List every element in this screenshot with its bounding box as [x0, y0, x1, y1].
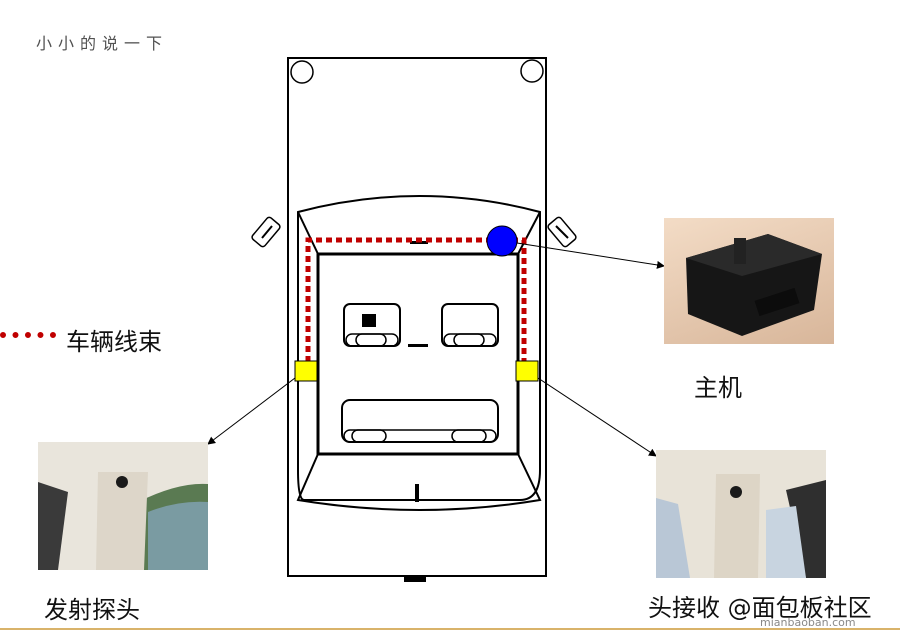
mirror-left-icon	[251, 216, 281, 248]
rear-bench	[341, 399, 499, 443]
probe-right	[515, 360, 539, 382]
car-interior	[316, 252, 520, 456]
host-dot	[486, 225, 518, 257]
host-photo	[664, 218, 834, 344]
windshield-right	[517, 211, 541, 255]
wheel-marker-right	[520, 59, 544, 83]
page-title: 小小的说一下	[36, 34, 169, 53]
probe-left	[294, 360, 318, 382]
trunk	[296, 453, 542, 511]
host-label: 主机	[694, 374, 742, 402]
harness-route	[305, 237, 527, 362]
mirror-right-icon	[547, 216, 577, 248]
watermark-text: @面包板社区	[727, 594, 872, 622]
rear-mark	[415, 484, 419, 502]
watermark-sub: mianbaoban.com	[760, 616, 856, 629]
receive-probe-label: 头接收 @面包板社区	[648, 594, 872, 622]
host-leader	[516, 242, 665, 269]
bottom-rule	[0, 628, 900, 630]
windshield-left	[297, 211, 319, 255]
receive-leader	[537, 377, 657, 457]
transmit-probe-label: 发射探头	[44, 596, 140, 624]
transmit-leader	[207, 377, 296, 445]
receive-probe-photo	[656, 450, 826, 578]
wheel-marker-left	[290, 60, 314, 84]
transmit-probe-photo	[38, 442, 208, 570]
bottom-marker	[404, 576, 426, 582]
console	[408, 344, 428, 347]
harness-legend-label: 车辆线束	[66, 328, 162, 356]
harness-legend-line	[0, 332, 56, 338]
front-seat-right	[441, 303, 499, 347]
front-seat-left	[343, 303, 401, 347]
